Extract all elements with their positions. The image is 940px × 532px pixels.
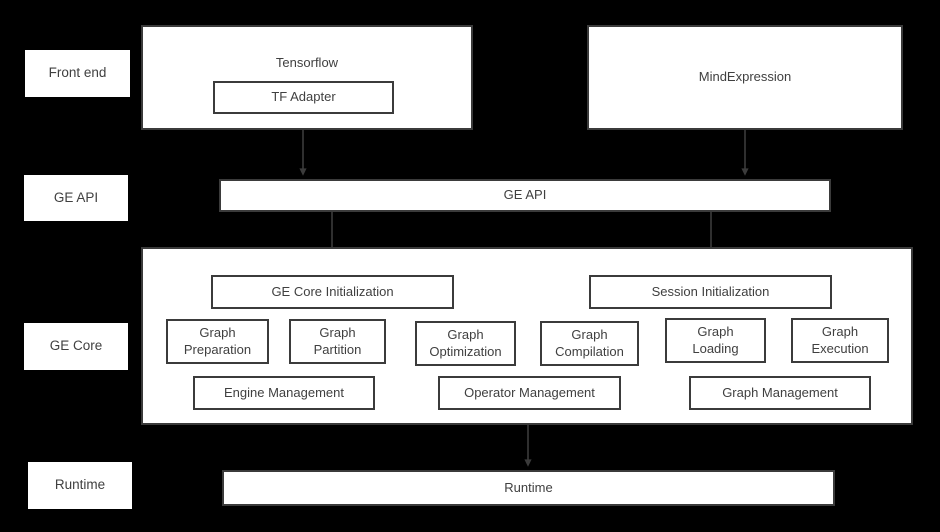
ge-api-bar-label: GE API (503, 187, 547, 203)
runtime-bar-label: Runtime (504, 479, 553, 495)
stage-label-runtime-text: Runtime (54, 477, 106, 493)
ge-core-initialization-label: GE Core Initialization (271, 283, 394, 299)
engine-management-label: Engine Management (224, 384, 344, 400)
module-graph-compilation[interactable]: Graph Compilation (540, 321, 639, 366)
ge-core-initialization-box[interactable]: GE Core Initialization (211, 275, 454, 309)
module-graph-preparation[interactable]: Graph Preparation (166, 319, 269, 364)
graph-management-box[interactable]: Graph Management (689, 376, 871, 410)
stage-label-front-end-text: Front end (48, 65, 107, 81)
module-graph-preparation-label: Graph Preparation (183, 325, 252, 357)
tensorflow-label: Tensorflow (275, 55, 339, 70)
module-graph-execution[interactable]: Graph Execution (791, 318, 889, 363)
module-graph-loading[interactable]: Graph Loading (665, 318, 766, 363)
mindexpression-box[interactable]: MindExpression (587, 25, 903, 130)
tf-adapter-box[interactable]: TF Adapter (213, 81, 394, 114)
stage-label-runtime: Runtime (28, 462, 132, 509)
module-graph-partition[interactable]: Graph Partition (289, 319, 386, 364)
stage-label-ge-core-text: GE Core (49, 338, 103, 354)
engine-management-box[interactable]: Engine Management (193, 376, 375, 410)
mindexpression-label: MindExpression (698, 69, 792, 85)
module-graph-partition-label: Graph Partition (313, 325, 362, 357)
graph-management-label: Graph Management (722, 384, 838, 400)
module-graph-execution-label: Graph Execution (811, 324, 869, 356)
stage-label-ge-api-text: GE API (53, 189, 99, 205)
module-graph-loading-label: Graph Loading (692, 324, 739, 356)
session-initialization-box[interactable]: Session Initialization (589, 275, 832, 309)
module-graph-optimization[interactable]: Graph Optimization (415, 321, 516, 366)
ge-api-bar[interactable]: GE API (219, 179, 831, 212)
runtime-bar[interactable]: Runtime (222, 470, 835, 506)
tensorflow-container[interactable] (141, 25, 473, 130)
session-initialization-label: Session Initialization (651, 283, 770, 299)
module-graph-compilation-label: Graph Compilation (555, 327, 624, 359)
tf-adapter-label: TF Adapter (271, 89, 336, 105)
operator-management-label: Operator Management (464, 384, 595, 400)
stage-label-front-end: Front end (25, 50, 130, 97)
stage-label-ge-api: GE API (24, 175, 128, 221)
operator-management-box[interactable]: Operator Management (438, 376, 621, 410)
stage-label-ge-core: GE Core (24, 323, 128, 370)
module-graph-optimization-label: Graph Optimization (429, 327, 502, 359)
